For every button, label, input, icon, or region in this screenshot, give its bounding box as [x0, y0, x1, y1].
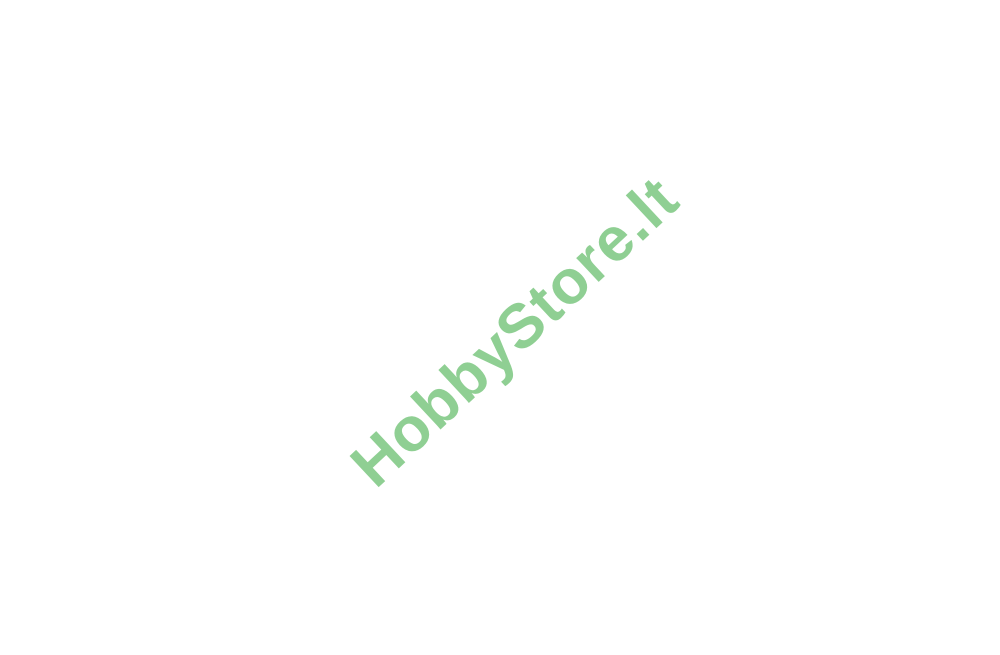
parts-diagram-page: HobbyStore.lt — [0, 0, 1000, 655]
diagram-labels-layer — [0, 0, 1000, 655]
